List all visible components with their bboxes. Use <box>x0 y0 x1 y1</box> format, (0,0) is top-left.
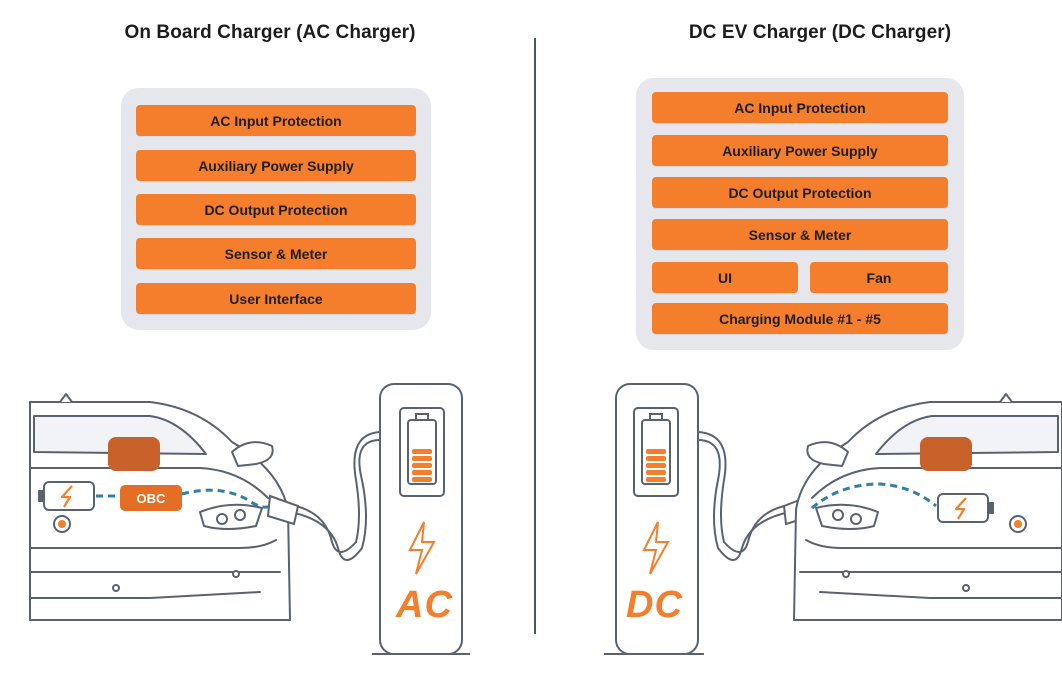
block-ac-input-protection: AC Input Protection <box>136 105 416 136</box>
battery-icon <box>38 481 95 511</box>
block-ac-input-protection: AC Input Protection <box>652 92 948 123</box>
battery-icon <box>937 493 994 523</box>
block-fan: Fan <box>810 262 948 293</box>
driver-seat-icon <box>920 437 972 471</box>
lightning-bolt-icon <box>408 521 436 575</box>
dc-charger-block-panel: AC Input Protection Auxiliary Power Supp… <box>636 78 964 350</box>
internal-cable <box>811 482 937 510</box>
block-dc-output-protection: DC Output Protection <box>652 177 948 208</box>
dc-station-label: DC <box>626 584 683 626</box>
block-auxiliary-power-supply: Auxiliary Power Supply <box>136 150 416 181</box>
block-charging-module: Charging Module #1 - #5 <box>652 303 948 334</box>
ac-station-label: AC <box>396 584 453 626</box>
block-user-interface: User Interface <box>136 283 416 314</box>
right-car-icon <box>793 393 1062 621</box>
center-divider <box>534 38 536 634</box>
charging-cable-icon <box>266 431 381 561</box>
block-auxiliary-power-supply: Auxiliary Power Supply <box>652 135 948 166</box>
obc-block-panel: AC Input Protection Auxiliary Power Supp… <box>121 88 431 330</box>
obc-module-label: OBC <box>120 485 182 511</box>
block-ui: UI <box>652 262 798 293</box>
block-dc-output-protection: DC Output Protection <box>136 194 416 225</box>
lightning-bolt-icon <box>642 521 670 575</box>
block-sensor-meter: Sensor & Meter <box>652 219 948 250</box>
right-title: DC EV Charger (DC Charger) <box>688 22 952 43</box>
block-sensor-meter: Sensor & Meter <box>136 238 416 269</box>
left-title: On Board Charger (AC Charger) <box>124 22 416 43</box>
driver-seat-icon <box>108 437 160 471</box>
